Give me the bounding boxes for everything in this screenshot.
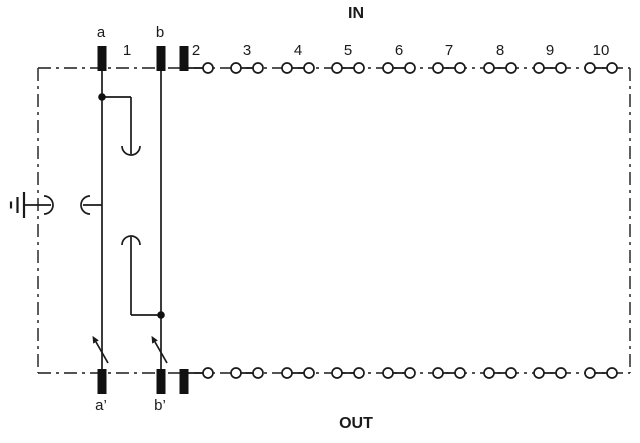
- terminal-b-label: b: [156, 24, 164, 41]
- channel-number-label: 8: [496, 42, 504, 59]
- terminal-circle: [281, 367, 293, 379]
- terminal-a-label: a: [97, 24, 106, 41]
- bridge-bottom: [130, 237, 161, 316]
- terminal-circle: [432, 367, 444, 379]
- terminal-circle: [606, 62, 618, 74]
- terminal-circle: [584, 62, 596, 74]
- terminal-circle: [404, 367, 416, 379]
- terminal-pin-a: [97, 46, 107, 71]
- junction-dot-b: [157, 311, 165, 319]
- terminal-circle: [606, 367, 618, 379]
- terminal-pin-b-prime: [156, 369, 166, 394]
- terminal-pins: [97, 46, 189, 394]
- terminal-circle: [404, 62, 416, 74]
- channel-number-label: 1: [123, 42, 131, 59]
- channel-number-labels: 1 2 3 4 5 6 7 8 9 10: [123, 42, 610, 59]
- terminal-pin-2-bottom: [179, 369, 189, 394]
- terminal-circle: [202, 367, 214, 379]
- channel-number-label: 5: [344, 42, 352, 59]
- protection-circuit: [9, 71, 168, 369]
- terminal-circle: [230, 62, 242, 74]
- terminal-circle: [252, 62, 264, 74]
- out-label: OUT: [339, 415, 373, 432]
- terminal-circle: [483, 367, 495, 379]
- terminal-circle: [555, 367, 567, 379]
- junction-dot-a: [98, 93, 106, 101]
- terminal-circle: [303, 62, 315, 74]
- terminal-circle: [505, 62, 517, 74]
- channel-number-label: 3: [243, 42, 251, 59]
- spark-gap-electrode-left-icon: [43, 195, 54, 215]
- terminal-circle: [230, 367, 242, 379]
- ground-branch: [9, 192, 102, 218]
- terminal-pin-b: [156, 46, 166, 71]
- terminal-circles-top: [202, 62, 618, 74]
- terminal-circles-bottom: [202, 367, 618, 379]
- terminal-circle: [382, 62, 394, 74]
- channel-number-label: 10: [593, 42, 610, 59]
- terminal-circle: [505, 367, 517, 379]
- terminal-b-prime-label: b’: [154, 397, 166, 414]
- channel-number-label: 6: [395, 42, 403, 59]
- terminal-pin-a-prime: [97, 369, 107, 394]
- channel-number-label: 4: [294, 42, 302, 59]
- terminal-circle: [584, 367, 596, 379]
- terminal-circle: [432, 62, 444, 74]
- terminal-circle: [454, 62, 466, 74]
- spark-gap-electrode-top-icon: [121, 145, 141, 156]
- terminal-a-prime-label: a’: [95, 397, 107, 414]
- terminal-circle: [555, 62, 567, 74]
- terminal-circle: [252, 367, 264, 379]
- terminal-circle: [353, 367, 365, 379]
- enclosure-boundary: [37, 67, 631, 374]
- terminal-circle: [353, 62, 365, 74]
- earth-ground-icon: [9, 192, 26, 218]
- terminal-pin-2: [179, 46, 189, 71]
- disconnect-arrow-a-icon: [92, 335, 109, 364]
- terminal-circle: [303, 367, 315, 379]
- channel-number-label: 9: [546, 42, 554, 59]
- in-label: IN: [348, 5, 364, 22]
- terminal-circle: [533, 62, 545, 74]
- channel-number-label: 2: [192, 42, 200, 59]
- terminal-circle: [533, 367, 545, 379]
- terminal-circle: [382, 367, 394, 379]
- terminal-circle: [454, 367, 466, 379]
- bridge-top: [102, 96, 132, 154]
- terminal-circle: [483, 62, 495, 74]
- terminal-circle: [281, 62, 293, 74]
- terminal-circle: [331, 367, 343, 379]
- terminal-circle: [331, 62, 343, 74]
- channel-number-label: 7: [445, 42, 453, 59]
- spark-gap-electrode-right-icon: [80, 195, 91, 215]
- spark-gap-electrode-bottom-icon: [121, 235, 141, 246]
- terminal-circle: [202, 62, 214, 74]
- disconnect-arrow-b-icon: [151, 335, 168, 364]
